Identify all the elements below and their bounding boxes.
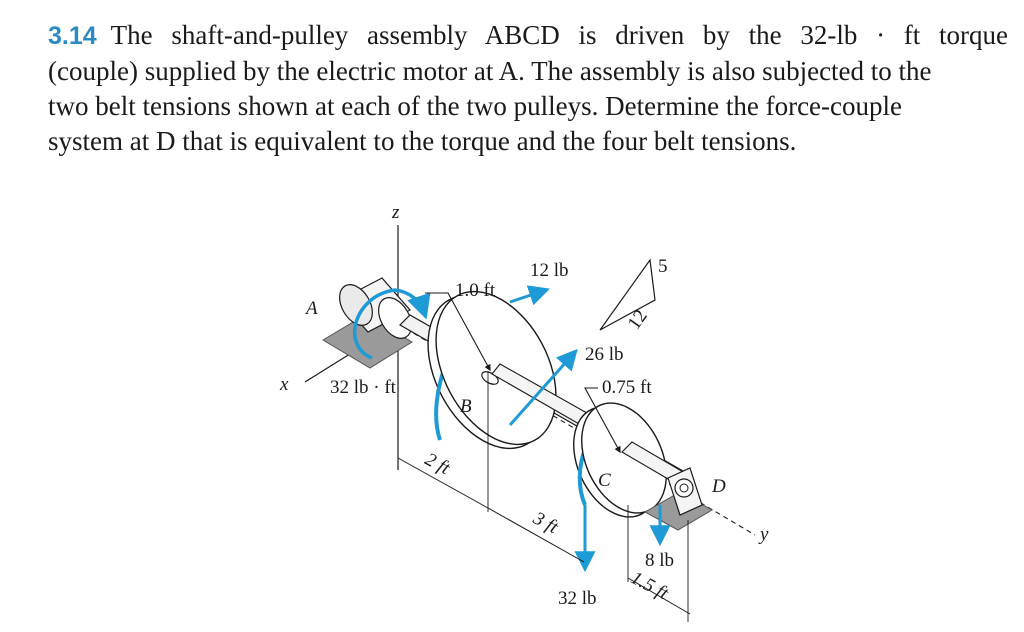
radius-b-label: 1.0 ft [455,280,496,301]
slope-12-label: 12 [624,306,652,334]
problem-number: 3.14 [48,22,97,50]
point-a-label: A [304,298,318,319]
problem-line-4: system at D that is equivalent to the to… [48,126,797,156]
tension-32-label: 32 lb [558,588,597,609]
tension-26-label: 26 lb [585,344,624,365]
dimension-lines [397,372,691,622]
torque-label: 32 lb · ft [330,377,397,398]
tension-8-label: 8 lb [645,550,674,571]
problem-line-1: 3.14 The shaft-and-pulley assembly ABCD i… [48,18,1008,54]
problem-statement: 3.14 The shaft-and-pulley assembly ABCD i… [48,18,1008,159]
radius-c-leader [584,387,621,454]
radius-b-leader [425,292,491,372]
slope-5-label: 5 [658,256,668,277]
axis-x-label: x [279,374,289,395]
slope-triangle [599,258,656,331]
axis-z-label: z [391,202,400,223]
torque-arrow [353,288,431,360]
radius-c-label: 0.75 ft [602,377,652,398]
problem-line-3: two belt tensions shown at each of the t… [48,91,902,121]
point-d-label: D [711,476,726,497]
problem-line-1-text: The shaft-and-pulley assembly ABCD is dr… [110,20,1008,50]
problem-line-2: (couple) supplied by the electric motor … [48,56,932,86]
bearing-d [643,467,714,531]
axis-y-label: y [758,524,769,545]
dist-15ft-label: 1.5 ft [627,567,672,604]
point-b-label: B [460,396,472,417]
tension-12-arrow [509,285,550,306]
dist-2ft-label: 2 ft [421,449,453,480]
point-c-label: C [598,470,611,491]
tension-12-label: 12 lb [530,260,569,281]
pulley-c [573,402,667,518]
tension-26-arrow [508,348,578,426]
motor-base [322,314,413,369]
